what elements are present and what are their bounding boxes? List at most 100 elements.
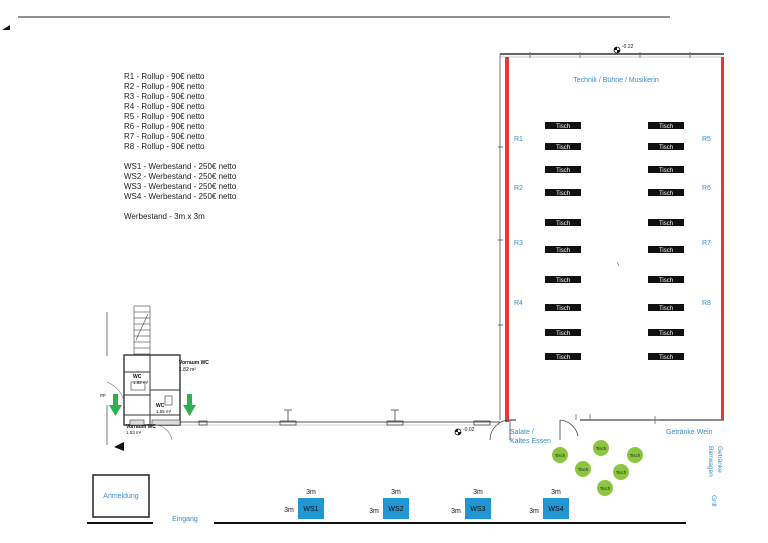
direction-triangle-icon — [114, 442, 124, 451]
legend-rollup-2: R2 - Rollup - 90€ netto — [124, 82, 205, 91]
stand-ws1-width: 3m — [306, 489, 316, 496]
stand-ws3-width: 3m — [473, 489, 483, 496]
table-label: Tisch — [556, 331, 570, 337]
level-bottom-label: -0.02 — [463, 427, 475, 433]
stand-ws4-label: WS4 — [548, 506, 563, 513]
corridor-markers — [198, 409, 491, 426]
salad-label-line1: Salate / — [510, 429, 534, 436]
rollup-label-r7: R7 — [702, 240, 711, 247]
table-label: Tisch — [659, 124, 673, 130]
table — [648, 329, 684, 336]
outdoor-tables — [552, 440, 643, 496]
vorraum-wc-area-2: 1.53 m² — [126, 430, 142, 435]
table-label: Tisch — [556, 306, 570, 312]
outdoor-table — [593, 440, 609, 456]
table — [648, 143, 684, 150]
table-label: Tisch — [659, 221, 673, 227]
table — [648, 276, 684, 283]
stand-ws1-depth: 3m — [284, 507, 294, 514]
table-label: Tisch — [659, 145, 673, 151]
rollup-label-r6: R6 — [702, 185, 711, 192]
legend-size-note: Werbestand - 3m x 3m — [124, 212, 205, 221]
left-wall-ticks — [498, 146, 503, 326]
legend-rollup-7: R7 - Rollup - 90€ netto — [124, 132, 205, 141]
outdoor-table-label: Tisch — [630, 453, 641, 458]
table — [545, 353, 581, 360]
table — [648, 353, 684, 360]
area-misc-label: m² — [100, 393, 106, 399]
outdoor-table-label: Tisch — [578, 467, 589, 472]
rollup-label-r2: R2 — [514, 185, 523, 192]
legend-rollup-4: R4 - Rollup - 90€ netto — [124, 102, 205, 111]
entrance-label: Eingang — [172, 516, 198, 523]
registration-box — [92, 474, 150, 518]
outdoor-table — [613, 464, 629, 480]
table-label: Tisch — [659, 331, 673, 337]
top-wall-markers — [529, 52, 691, 58]
wc-door-arc-2 — [154, 424, 173, 441]
stand-ws2-width: 3m — [391, 489, 401, 496]
table-label: Tisch — [556, 145, 570, 151]
outdoor-table — [552, 447, 568, 463]
stand-ws3: WS3 3m 3m — [451, 489, 491, 519]
table-label: Tisch — [556, 221, 570, 227]
corner-triangle-icon — [2, 25, 10, 30]
legend-stand-3: WS3 - Werbestand - 250€ netto — [124, 182, 237, 191]
table-label: Tisch — [556, 278, 570, 284]
table-label: Tisch — [556, 355, 570, 361]
entrance-arrow-right-icon — [183, 394, 196, 416]
legend-stand-1: WS1 - Werbestand - 250€ netto — [124, 162, 237, 171]
legend-stand-2: WS2 - Werbestand - 250€ netto — [124, 172, 237, 181]
outdoor-table — [575, 461, 591, 477]
stand-ws2: WS2 3m 3m — [369, 489, 409, 519]
stand-ws4-width: 3m — [551, 489, 561, 496]
outdoor-table-label: Tisch — [600, 486, 611, 491]
price-legend: R1 - Rollup - 90€ netto R2 - Rollup - 90… — [124, 72, 236, 222]
outdoor-table-label: Tisch — [555, 453, 566, 458]
stand-ws3-label: WS3 — [470, 506, 485, 513]
wc-block — [123, 354, 181, 426]
table-label: Tisch — [556, 124, 570, 130]
rollup-wall-left — [505, 57, 509, 422]
table — [545, 304, 581, 311]
level-top-label: -0.22 — [622, 44, 634, 50]
wc-area-2: 1.55 m² — [156, 409, 172, 414]
wc-door-arc — [106, 381, 125, 401]
stand-ws1: WS1 3m 3m — [284, 489, 324, 519]
table — [545, 122, 581, 129]
outdoor-table-labels: Tisch Tisch Tisch Tisch Tisch Tisch — [555, 446, 641, 491]
table — [545, 189, 581, 196]
table — [648, 219, 684, 226]
bottom-wall-markers — [575, 414, 660, 424]
table — [648, 246, 684, 253]
outdoor-table-label: Tisch — [616, 470, 627, 475]
table — [648, 189, 684, 196]
hall-tables — [545, 122, 684, 360]
table — [545, 276, 581, 283]
hall-door-left — [489, 419, 511, 441]
legend-rollup-8: R8 - Rollup - 90€ netto — [124, 142, 205, 151]
wc-label-1: WC — [133, 374, 142, 380]
outdoor-table — [627, 447, 643, 463]
table-label: Tisch — [659, 191, 673, 197]
rollup-label-r3: R3 — [514, 240, 523, 247]
level-marker-top-icon — [613, 46, 621, 54]
table-label: Tisch — [556, 168, 570, 174]
table-label: Tisch — [659, 355, 673, 361]
table — [545, 143, 581, 150]
stand-ws1-label: WS1 — [303, 506, 318, 513]
stand-ws2-label: WS2 — [388, 506, 403, 513]
vorraum-wc-label-2: Vorraum WC — [126, 424, 156, 430]
registration-label: Anmeldung — [103, 493, 139, 500]
level-marker-bottom-icon — [454, 428, 462, 436]
stage-label: Technik / Bühne / Musikerin — [573, 77, 659, 84]
rollup-label-r5: R5 — [702, 136, 711, 143]
salad-label-line2: Kaltes Essen — [510, 438, 551, 445]
table — [545, 246, 581, 253]
legend-rollup-6: R6 - Rollup - 90€ netto — [124, 122, 205, 131]
table-label: Tisch — [556, 191, 570, 197]
hall-door-right — [559, 419, 579, 440]
vorraum-wc-area-1: 1.82 m² — [179, 367, 196, 373]
rollup-label-r1: R1 — [514, 136, 523, 143]
